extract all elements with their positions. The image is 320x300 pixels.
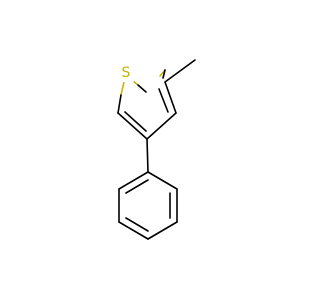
bond-ph6-ph1 (118, 171, 149, 190)
atom-s-background (118, 64, 134, 82)
molecule-structure-diagram: S (117, 59, 196, 240)
bond-c5-methyl (164, 59, 196, 83)
bond-s1-c2 (137, 84, 147, 93)
bond-c4-c3 (146, 112, 177, 140)
bond-c3-c2 (117, 112, 148, 140)
bond-s1-c5 (162, 69, 166, 79)
bond-c5-c4-double (158, 88, 169, 113)
bond-ph6-ph1-double (125, 179, 149, 194)
atom-s-label: S (122, 65, 131, 81)
bond-c5-c4 (164, 81, 177, 114)
bond-ph1-ph2 (147, 171, 178, 190)
bond-ph4-ph5 (118, 221, 149, 240)
bond-c3-phenyl (146, 138, 149, 173)
bond-ph4-ph5-double (125, 217, 149, 232)
bond-c2-s1-s-half (120, 81, 125, 96)
bond-c2-s1 (117, 94, 122, 114)
bond-c3-c2-double (124, 111, 147, 132)
bond-ph3-ph4 (147, 221, 178, 240)
